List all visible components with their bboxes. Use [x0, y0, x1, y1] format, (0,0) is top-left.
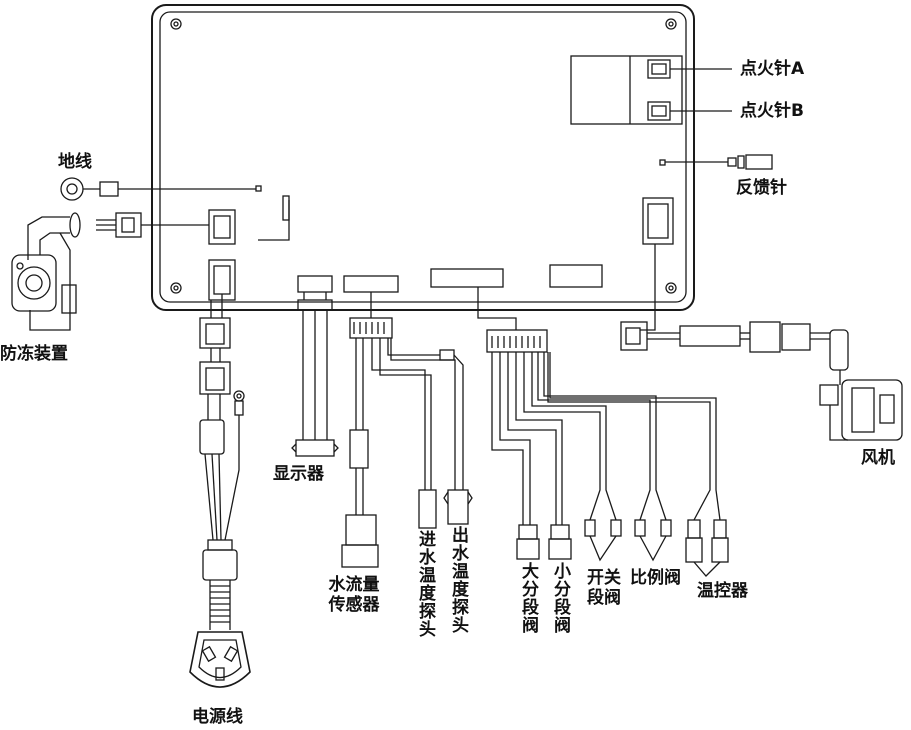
label-flow-sensor-line1: 水流量 — [328, 575, 380, 595]
sensor-harness — [341, 292, 473, 568]
fan-harness — [620, 244, 903, 441]
label-switch-valve-line2: 段阀 — [587, 588, 621, 608]
label-inlet-temp-probe: 进水温度探头 — [415, 530, 435, 638]
label-outlet-temp-probe: 出水温度探头 — [448, 526, 468, 634]
label-small-section-valve: 小分段阀 — [550, 562, 570, 634]
label-ignition-b: 点火针B — [740, 101, 804, 121]
feedback-pin-wire — [665, 154, 773, 170]
label-thermostat: 温控器 — [697, 581, 748, 601]
label-proportional-valve: 比例阀 — [630, 568, 681, 588]
label-ground: 地线 — [58, 152, 92, 172]
label-display: 显示器 — [273, 464, 324, 484]
label-fan: 风机 — [861, 448, 895, 468]
control-board — [151, 4, 695, 311]
label-feedback-pin: 反馈针 — [736, 178, 787, 198]
ground-wire — [60, 177, 256, 201]
antifreeze-device — [11, 212, 209, 331]
label-switch-valve: 开关 段阀 — [584, 568, 624, 608]
label-big-section-valve: 大分段阀 — [518, 562, 538, 634]
label-flow-sensor: 水流量 传感器 — [319, 575, 389, 615]
label-power-cord: 电源线 — [192, 707, 243, 727]
power-cord-wire — [189, 294, 251, 688]
display-harness — [291, 292, 339, 457]
label-switch-valve-line1: 开关 — [587, 568, 621, 588]
label-ignition-a: 点火针A — [740, 59, 805, 79]
label-antifreeze-device: 防冻装置 — [0, 344, 68, 364]
label-flow-sensor-line2: 传感器 — [328, 595, 380, 615]
valve-harness — [477, 287, 729, 577]
